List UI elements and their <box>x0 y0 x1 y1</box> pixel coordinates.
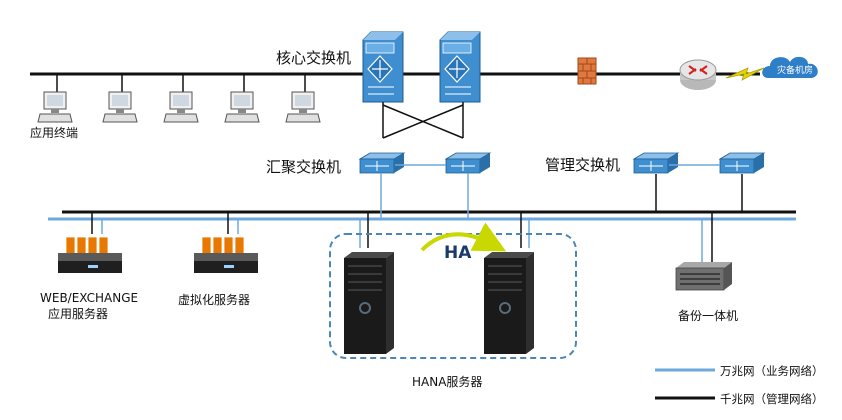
terminal-drops <box>56 74 306 92</box>
terminal-icon <box>224 91 260 123</box>
vertical-links-black <box>91 174 743 262</box>
terminal-icon <box>102 91 138 123</box>
core-switch-label: 核心交换机 <box>276 49 351 67</box>
aggregation-switch-icon <box>358 152 406 174</box>
legend-label: 千兆网（管理网络） <box>720 392 824 406</box>
hana-servers-label: HANA服务器 <box>412 374 482 389</box>
hana-server-icon <box>484 252 534 354</box>
legend-item-gigabit: 千兆网（管理网络） <box>655 392 824 406</box>
web-exchange-label-line1: WEB/EXCHANGE <box>40 291 138 305</box>
core-switch-icon <box>362 31 404 103</box>
web-exchange-server-icon <box>58 236 122 273</box>
management-switch-icon <box>718 152 766 174</box>
firewall-icon <box>577 57 597 85</box>
router-icon <box>679 59 717 90</box>
ha-label: HA <box>444 243 472 263</box>
lightning-icon <box>725 67 765 81</box>
legend-item-ten-gigabit: 万兆网（业务网络） <box>655 364 824 378</box>
terminal-icon <box>163 91 199 123</box>
aggregation-switch-icon <box>444 152 492 174</box>
hana-cluster-boundary <box>329 233 577 359</box>
core-switch-icon <box>439 31 481 103</box>
virtualization-server-label: 虚拟化服务器 <box>178 292 250 307</box>
ha-arrow-icon <box>420 222 507 252</box>
virtualization-server-icon <box>194 236 258 273</box>
hana-server-icon <box>344 252 394 354</box>
backup-appliance-icon <box>675 262 732 291</box>
management-switch-icon <box>632 152 680 174</box>
aggregation-switch-label: 汇聚交换机 <box>266 158 341 176</box>
cloud-icon <box>762 56 818 78</box>
terminal-icon <box>37 91 73 123</box>
legend: 万兆网（业务网络） 千兆网（管理网络） <box>655 364 824 406</box>
core-aggregation-links <box>382 102 464 139</box>
disaster-recovery-label: 灾备机房 <box>777 64 813 76</box>
web-exchange-label-line2: 应用服务器 <box>48 306 108 321</box>
terminal-icon <box>285 91 321 123</box>
backup-appliance-label: 备份一体机 <box>678 309 738 323</box>
legend-label: 万兆网（业务网络） <box>720 364 824 378</box>
management-switch-label: 管理交换机 <box>545 156 620 174</box>
app-terminals-label: 应用终端 <box>30 125 78 140</box>
